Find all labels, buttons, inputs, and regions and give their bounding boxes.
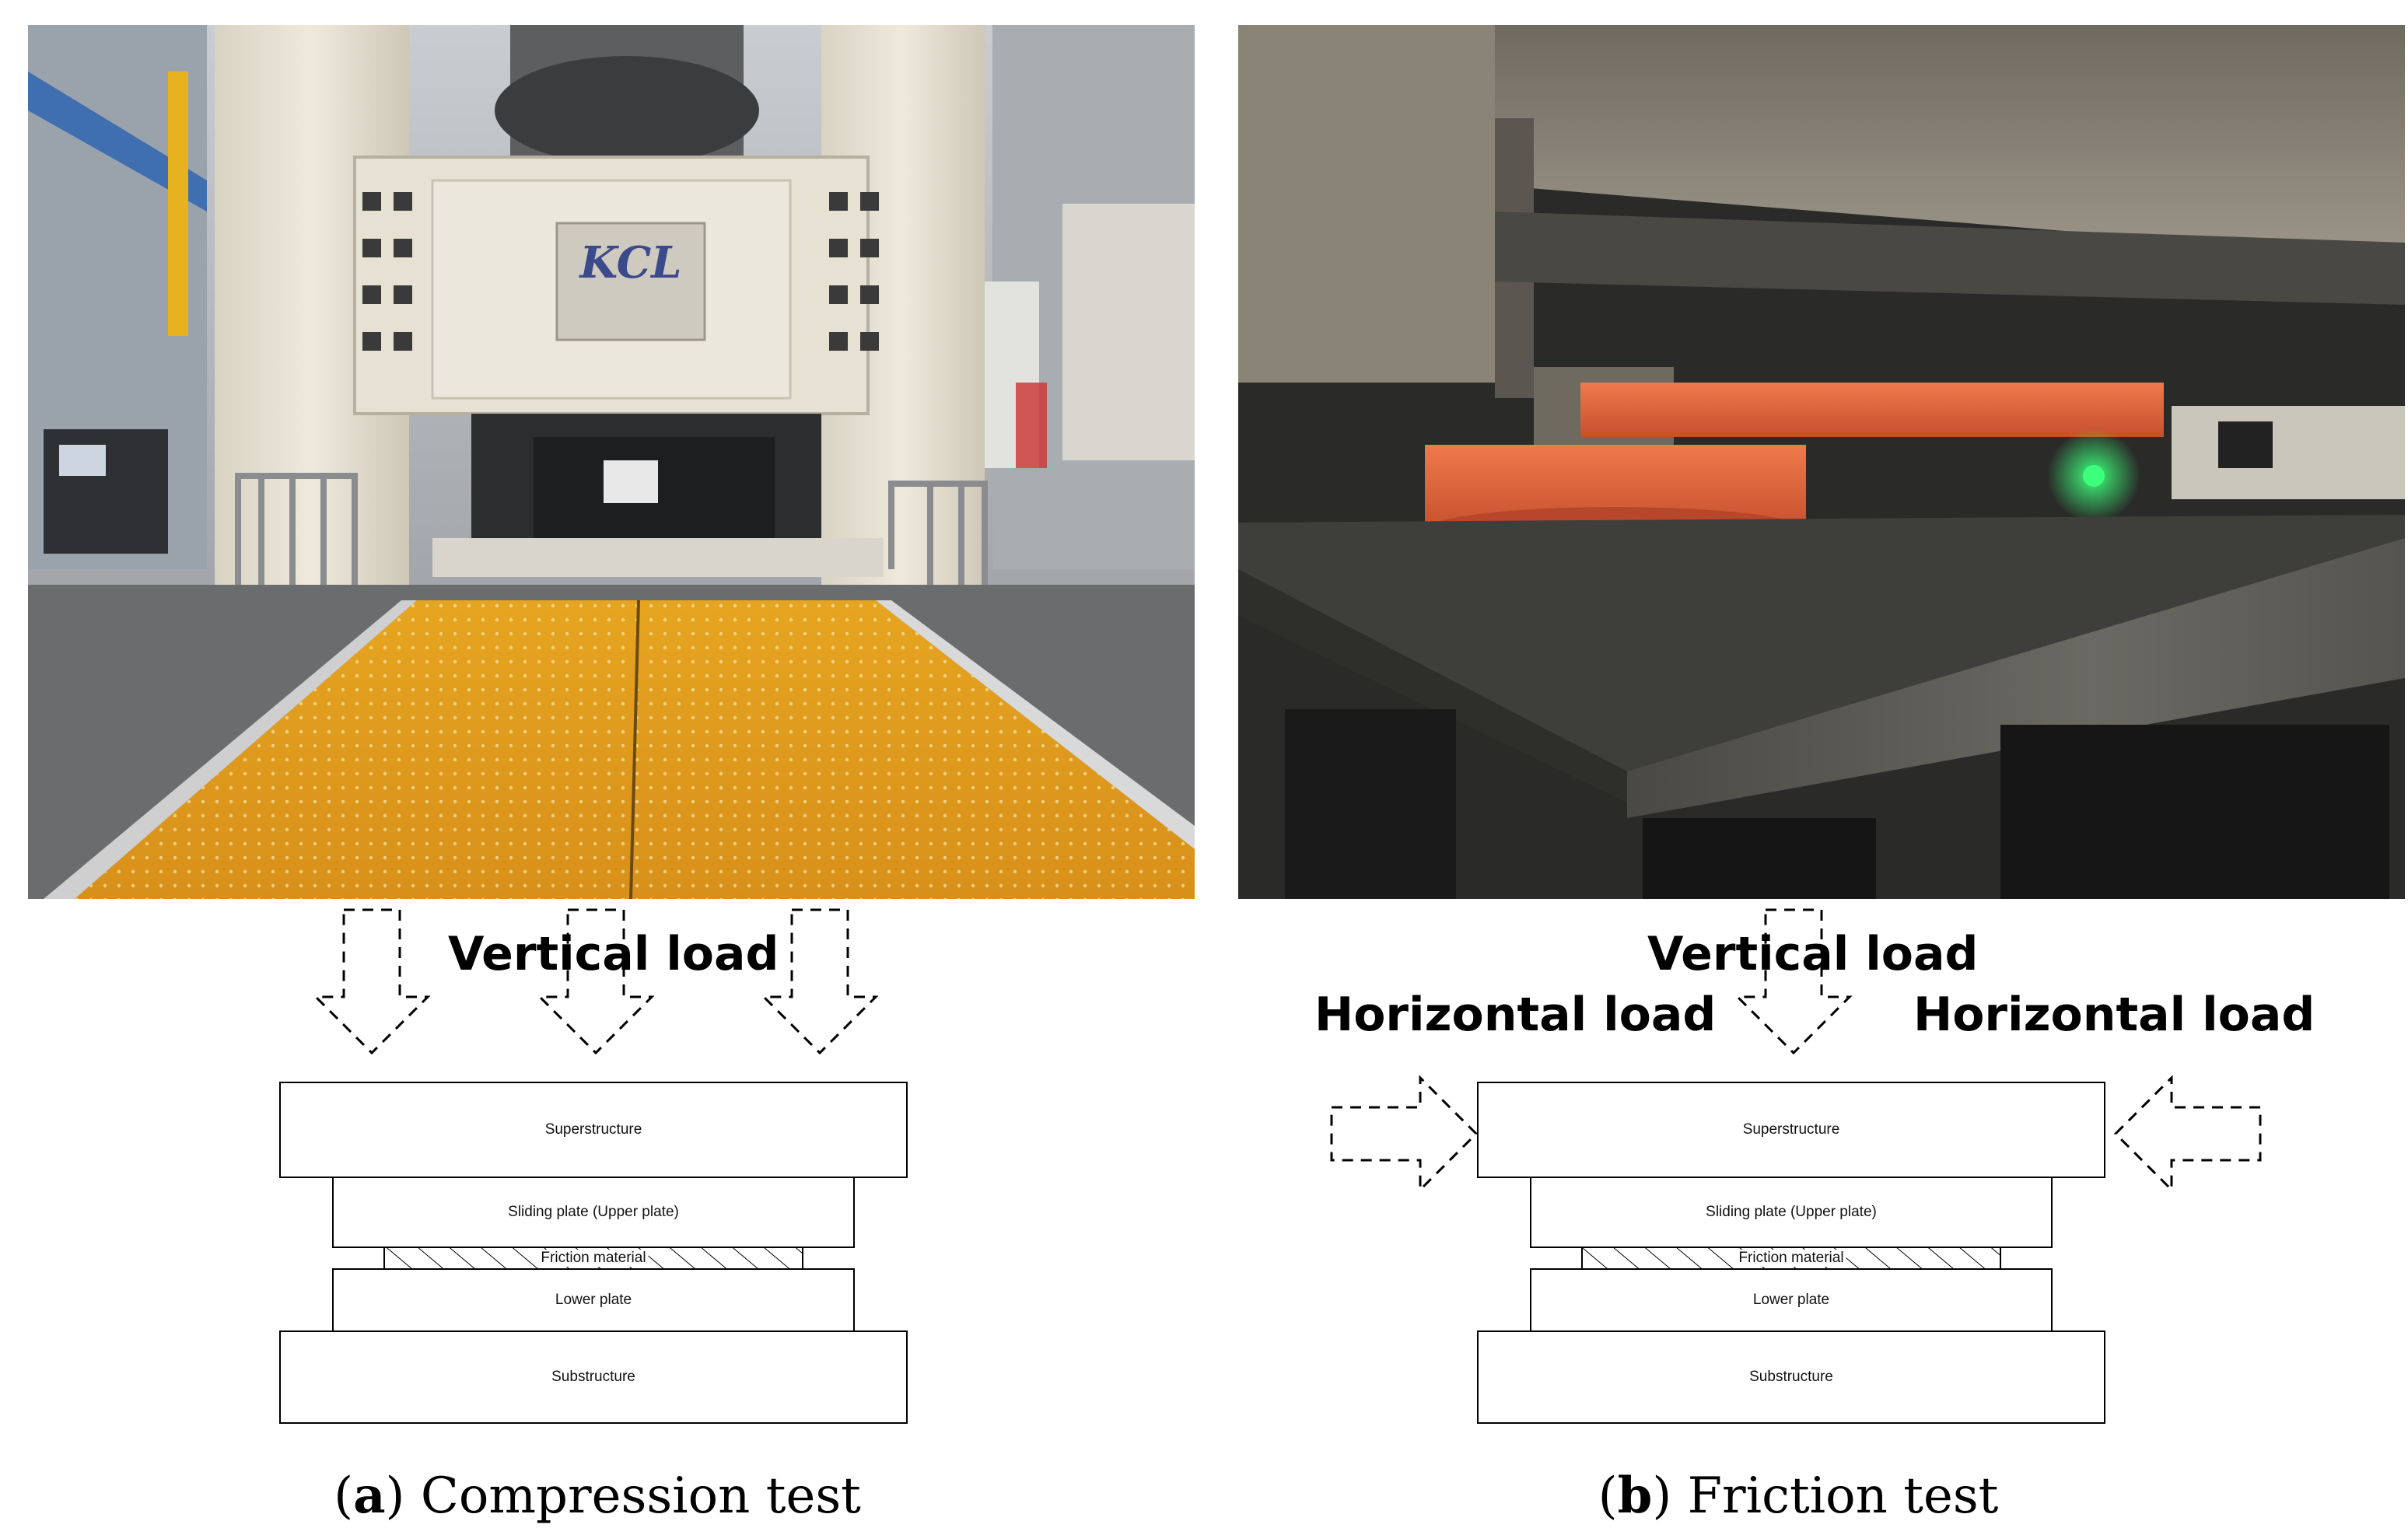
horizontal-load-label-left: Horizontal load — [1314, 988, 1717, 1042]
horizontal-arrow-right-icon — [1330, 1075, 1479, 1193]
caption-b: (b) Friction test — [1598, 1467, 1999, 1525]
compression-machine-illustration: KCL — [28, 25, 1195, 899]
lower-plate-label: Lower plate — [555, 1292, 632, 1308]
superstructure-label: Superstructure — [1742, 1121, 1840, 1138]
sliding-plate-label: Sliding plate (Upper plate) — [1706, 1204, 1877, 1220]
vertical-arrow-icon — [313, 908, 431, 1055]
caption-a-text: Compression test — [420, 1467, 861, 1525]
photo-friction-test — [1238, 25, 2405, 899]
panel-a-vertical-arrows — [313, 908, 879, 1055]
vertical-load-label-b: Vertical load — [1647, 927, 1979, 981]
panel-b-vertical-arrow — [1734, 908, 1853, 1055]
panel-b-horizontal-arrows — [1330, 1075, 2262, 1193]
vertical-arrow-icon — [537, 908, 655, 1055]
kcl-logo: KCL — [578, 237, 681, 288]
caption-a: (a) Compression test — [334, 1467, 861, 1525]
substructure-box — [1477, 1330, 2105, 1424]
caption-b-text: Friction test — [1687, 1467, 1999, 1525]
sliding-plate-label: Sliding plate (Upper plate) — [508, 1204, 679, 1220]
photo-compression-test: KCL — [28, 25, 1195, 899]
sliding-plate-box — [332, 1177, 855, 1248]
vertical-arrow-icon — [761, 908, 879, 1055]
superstructure-box — [1477, 1082, 2105, 1178]
caption-b-letter: b — [1617, 1467, 1653, 1525]
vertical-load-label-a: Vertical load — [448, 927, 779, 981]
friction-material-label: Friction material — [1736, 1250, 1846, 1267]
panel-a-bearing-layers — [279, 1082, 908, 1424]
horizontal-arrow-left-icon — [2113, 1075, 2262, 1193]
lower-plate-label: Lower plate — [1752, 1292, 1830, 1308]
horizontal-load-label-right: Horizontal load — [1913, 988, 2315, 1042]
friction-bearing-illustration — [1238, 25, 2405, 899]
vertical-arrow-icon — [1734, 908, 1853, 1055]
caption-a-letter: a — [353, 1467, 386, 1525]
superstructure-label: Superstructure — [544, 1121, 642, 1138]
sliding-plate-box — [1530, 1177, 2053, 1248]
substructure-label: Substructure — [1749, 1369, 1833, 1385]
substructure-label: Substructure — [551, 1369, 635, 1385]
substructure-box — [279, 1330, 908, 1424]
friction-material-label: Friction material — [538, 1250, 649, 1267]
superstructure-box — [279, 1082, 908, 1178]
lower-plate-box — [332, 1268, 855, 1332]
